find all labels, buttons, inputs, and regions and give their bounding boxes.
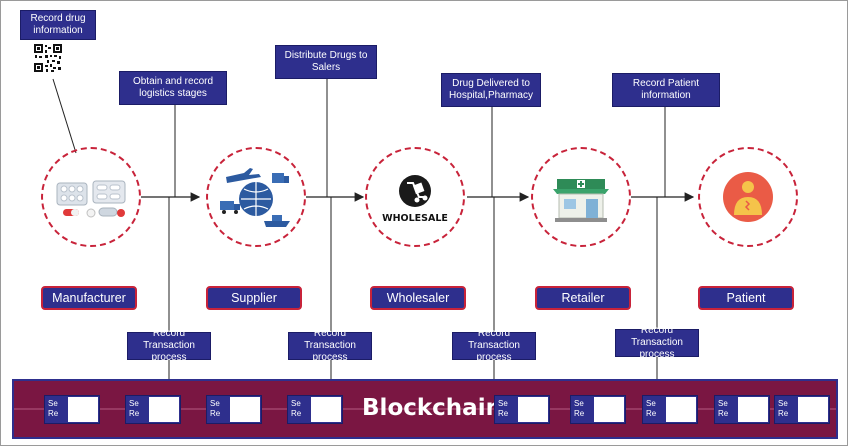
- supplier-ring: [206, 147, 306, 247]
- supplier-circle: [214, 155, 298, 239]
- stage-label-patient: Patient: [698, 286, 794, 310]
- patient-icon: [723, 172, 773, 222]
- note-record-patient: Record Patient information: [612, 73, 720, 107]
- block-hash-slot: [594, 397, 624, 422]
- stage-label-retailer: Retailer: [535, 286, 631, 310]
- note-distribute: Distribute Drugs to Salers: [275, 45, 377, 79]
- manufacturer-ring: [41, 147, 141, 247]
- wholesale-icon-text: WHOLESALE: [382, 213, 448, 224]
- block-hash-slot: [798, 397, 828, 422]
- note-obtain-logistics: Obtain and record logistics stages: [119, 71, 227, 105]
- wholesaler-circle: WHOLESALE: [373, 155, 457, 239]
- stage-label-wholesaler: Wholesaler: [370, 286, 466, 310]
- block-hash-slot: [518, 397, 548, 422]
- qr-code-icon: [33, 43, 63, 73]
- wholesale-icon: WHOLESALE: [382, 175, 448, 224]
- block-hash-slot: [738, 397, 768, 422]
- retailer-circle: [539, 155, 623, 239]
- stage-label-supplier: Supplier: [206, 286, 302, 310]
- block-hash-slot: [230, 397, 260, 422]
- retailer-ring: [531, 147, 631, 247]
- transaction-box-4: Record Transaction process: [615, 325, 699, 360]
- block-hash-slot: [149, 397, 179, 422]
- patient-circle: [706, 155, 790, 239]
- note-record-drug: Record drug information: [20, 10, 96, 40]
- blockchain-title: Blockchain: [362, 395, 502, 421]
- wholesaler-ring: [365, 147, 465, 247]
- block-hash-slot: [666, 397, 696, 422]
- logistics-icon: [220, 168, 290, 227]
- transaction-box-2: Record Transaction process: [288, 328, 372, 363]
- note-delivered: Drug Delivered to Hospital,Pharmacy: [441, 73, 541, 107]
- transaction-box-3: Record Transaction process: [452, 328, 536, 363]
- manufacturer-circle: [49, 155, 133, 239]
- pharmacy-store-icon: [553, 179, 609, 222]
- block-hash-slot: [68, 397, 98, 422]
- stage-label-manufacturer: Manufacturer: [41, 286, 137, 310]
- patient-ring: [698, 147, 798, 247]
- transaction-box-1: Record Transaction process: [127, 328, 211, 363]
- block-hash-slot: [311, 397, 341, 422]
- pills-icon: [56, 180, 126, 218]
